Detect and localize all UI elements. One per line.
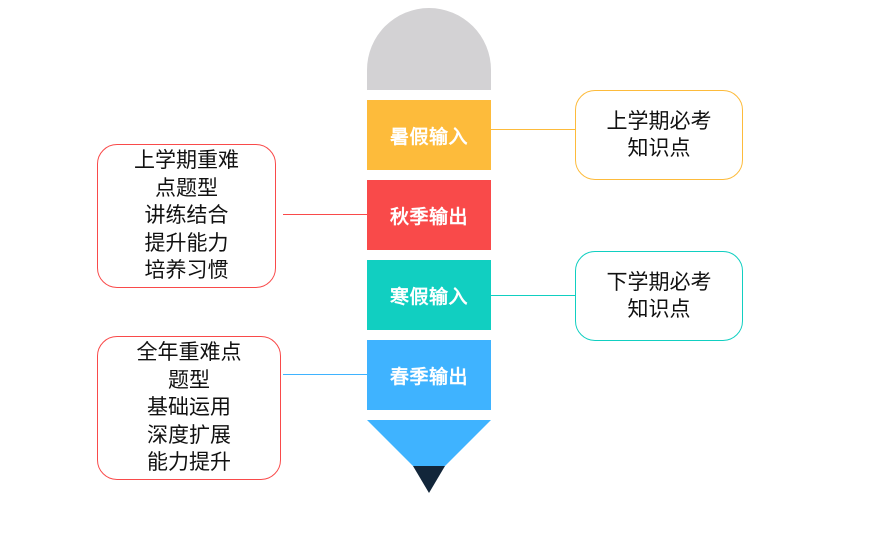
note-box-winter: 下学期必考 知识点 xyxy=(575,251,743,341)
note-line: 讲练结合 xyxy=(144,203,229,228)
segment-summer-label: 暑假输入 xyxy=(389,125,468,148)
note-line: 培养习惯 xyxy=(144,258,229,283)
segment-autumn-label: 秋季输出 xyxy=(389,205,468,228)
connector-winter xyxy=(491,295,575,296)
connector-summer xyxy=(491,129,575,130)
note-line: 能力提升 xyxy=(147,450,231,475)
pencil-tip-wood xyxy=(367,420,491,466)
pencil-tip-lead xyxy=(413,466,445,493)
note-line: 点题型 xyxy=(155,175,218,200)
connector-autumn xyxy=(283,214,367,215)
segment-spring-output: 春季输出 xyxy=(367,340,491,410)
pencil-eraser xyxy=(367,8,491,90)
note-line: 题型 xyxy=(168,367,210,392)
note-line: 提升能力 xyxy=(144,230,229,255)
note-line: 上学期必考 xyxy=(606,108,712,133)
note-line: 深度扩展 xyxy=(147,422,231,447)
note-line: 全年重难点 xyxy=(136,340,242,365)
note-line: 知识点 xyxy=(627,136,691,160)
connector-spring xyxy=(283,374,367,375)
note-box-autumn: 上学期重难 点题型 讲练结合 提升能力 培养习惯 xyxy=(97,144,276,288)
segment-winter-input: 寒假输入 xyxy=(367,260,491,330)
segment-autumn-output: 秋季输出 xyxy=(367,180,491,250)
note-box-summer: 上学期必考 知识点 xyxy=(575,90,743,180)
segment-summer-input: 暑假输入 xyxy=(367,100,491,170)
segment-winter-label: 寒假输入 xyxy=(389,285,468,308)
note-line: 上学期重难 xyxy=(134,148,239,173)
segment-spring-label: 春季输出 xyxy=(389,365,468,388)
note-line: 知识点 xyxy=(627,297,691,321)
pencil-tip xyxy=(367,420,491,493)
note-box-spring: 全年重难点 题型 基础运用 深度扩展 能力提升 xyxy=(97,336,281,480)
note-line: 基础运用 xyxy=(147,395,231,420)
note-line: 下学期必考 xyxy=(606,269,712,294)
